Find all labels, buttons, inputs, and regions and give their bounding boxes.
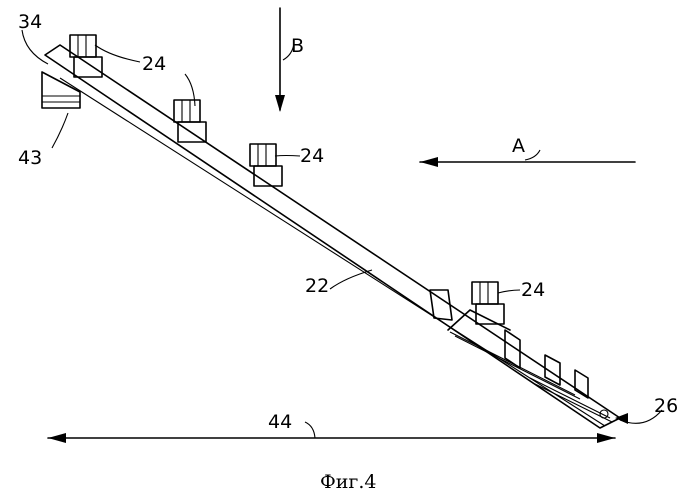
clip-24-third — [250, 144, 282, 186]
dimension-44 — [48, 422, 615, 443]
label-22: 22 — [305, 275, 329, 297]
label-43: 43 — [18, 147, 42, 169]
clip-24-fourth — [472, 282, 504, 324]
label-b: B — [291, 35, 304, 57]
leader-lines — [22, 30, 662, 424]
label-26: 26 — [654, 395, 678, 417]
inclined-beam — [42, 45, 620, 428]
figure-caption: Фиг.4 — [320, 471, 377, 493]
clip-24-second — [174, 100, 206, 142]
label-a: A — [512, 135, 525, 157]
label-24-lower: 24 — [521, 279, 545, 301]
arrow-b — [275, 8, 294, 112]
label-34: 34 — [18, 11, 42, 33]
label-24-middle: 24 — [300, 145, 324, 167]
label-44: 44 — [268, 411, 292, 433]
label-24-top: 24 — [142, 53, 166, 75]
arrow-a — [420, 150, 635, 167]
